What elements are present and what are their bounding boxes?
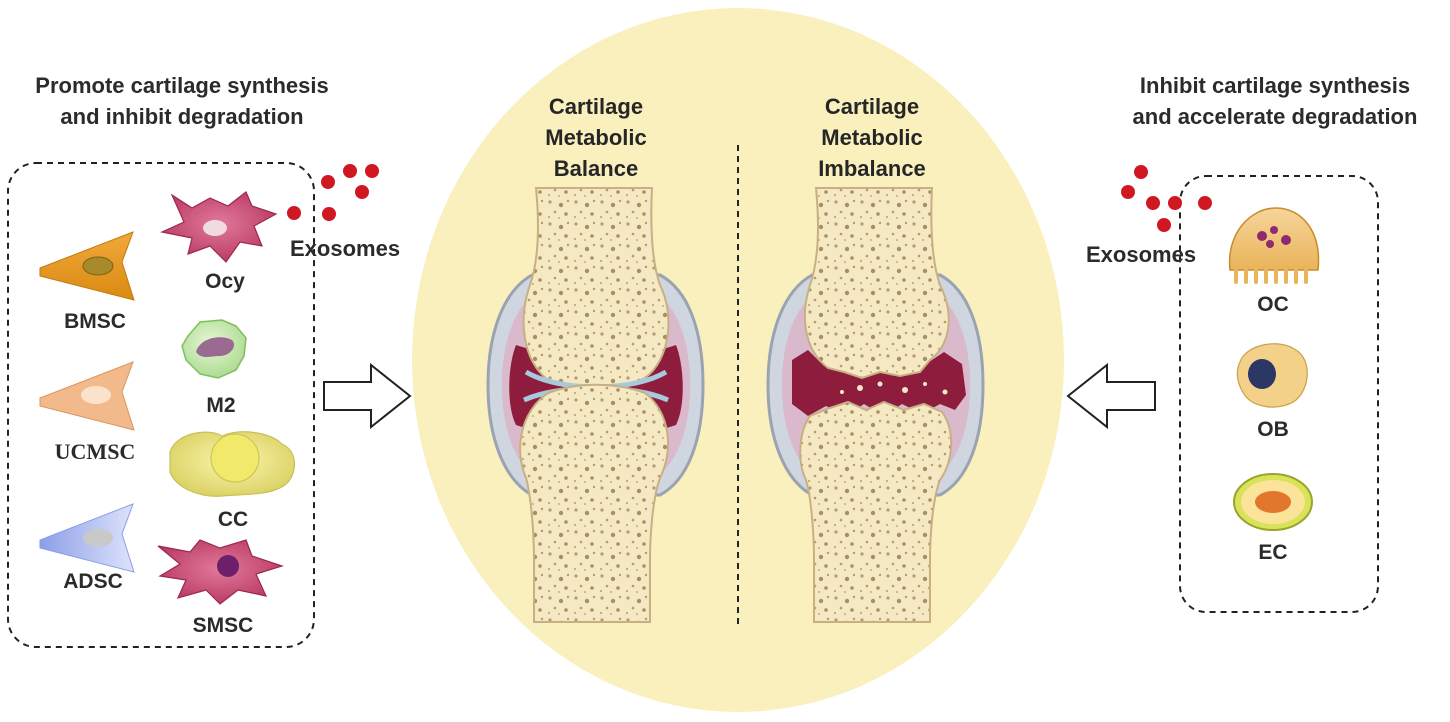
imbalance-title-line2: Metabolic [821,125,923,150]
cell-label-smsc: SMSC [192,614,254,637]
adsc-cell-icon [39,503,135,573]
left-exosome-dots [287,164,379,221]
left-arrow [323,362,412,430]
cell-label-ucmsc: UCMSC [54,439,136,464]
imbalance-title-line3: Imbalance [818,156,926,181]
cell-label-m2: M2 [206,394,236,417]
balance-title-line2: Metabolic [545,125,647,150]
right-cell-group-box [1179,175,1379,613]
imbalance-title-line1: Cartilage [824,94,920,119]
damaged-joint [766,187,985,623]
balance-title-line1: Cartilage [548,94,644,119]
balance-title: Cartilage Metabolic Balance [518,91,674,184]
ucmsc-cell-icon [39,361,135,431]
left-exosomes-label: Exosomes [290,236,401,261]
left-cell-group-box [7,162,315,648]
cell-label-ec: EC [1258,541,1288,564]
ocy-cell-icon [160,191,278,263]
right-exosome-dots [1121,165,1212,232]
right-heading: Inhibit cartilage synthesis and accelera… [1092,70,1450,132]
right-heading-line2: and accelerate degradation [1132,104,1418,129]
left-heading: Promote cartilage synthesis and inhibit … [0,70,368,132]
cell-label-ocy: Ocy [205,270,245,293]
oc-cell-icon [1228,207,1320,284]
bmsc-cell-icon [39,231,135,301]
cell-label-adsc: ADSC [63,570,123,593]
smsc-cell-icon [157,539,284,605]
cc-cell-icon [169,431,296,497]
cell-label-cc: CC [217,508,249,531]
cell-label-bmsc: BMSC [64,310,126,333]
ec-cell-icon [1233,473,1313,531]
healthy-joint [486,187,705,623]
cell-label-oc: OC [1257,293,1289,316]
imbalance-title: Cartilage Metabolic Imbalance [794,91,950,184]
right-arrow [1066,362,1156,430]
cell-label-ob: OB [1257,418,1289,441]
right-heading-line1: Inhibit cartilage synthesis [1139,73,1411,98]
ob-cell-icon [1236,343,1308,408]
m2-cell-icon [181,319,247,379]
right-exosomes-label: Exosomes [1086,242,1197,267]
left-heading-line2: and inhibit degradation [60,104,304,129]
balance-title-line3: Balance [553,156,639,181]
left-heading-line1: Promote cartilage synthesis [35,73,329,98]
